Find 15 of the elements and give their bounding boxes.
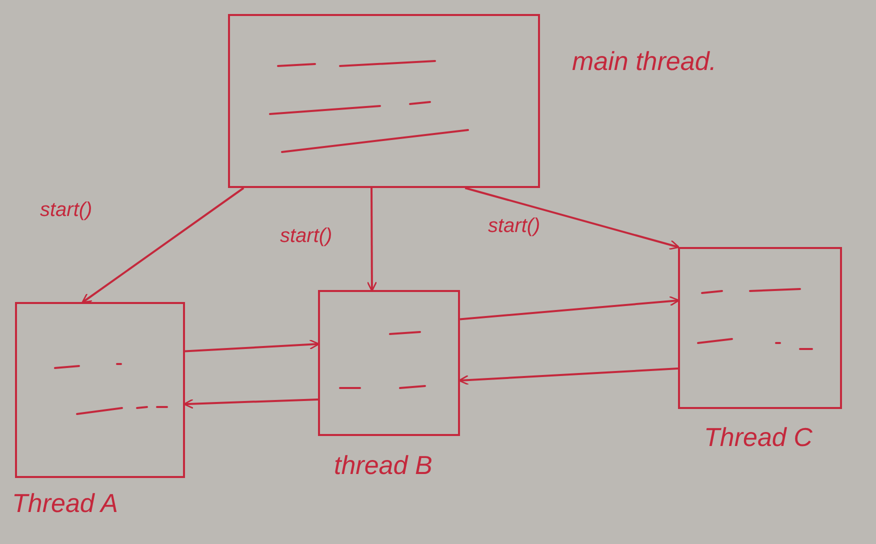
thread-box bbox=[15, 302, 185, 478]
arrow bbox=[82, 187, 244, 304]
thread-caption: Thread C bbox=[704, 421, 812, 454]
arrow bbox=[366, 188, 378, 292]
thread-caption: main thread. bbox=[572, 45, 717, 78]
arrow bbox=[460, 296, 680, 320]
arrow bbox=[184, 339, 320, 352]
thread-caption: thread B bbox=[334, 449, 432, 482]
thread-box bbox=[228, 14, 540, 188]
arrow bbox=[464, 187, 680, 250]
thread-box bbox=[318, 290, 460, 436]
thread-caption: Thread A bbox=[12, 487, 118, 520]
arrow bbox=[458, 368, 678, 386]
arrow bbox=[183, 398, 318, 410]
thread-box bbox=[678, 247, 842, 409]
